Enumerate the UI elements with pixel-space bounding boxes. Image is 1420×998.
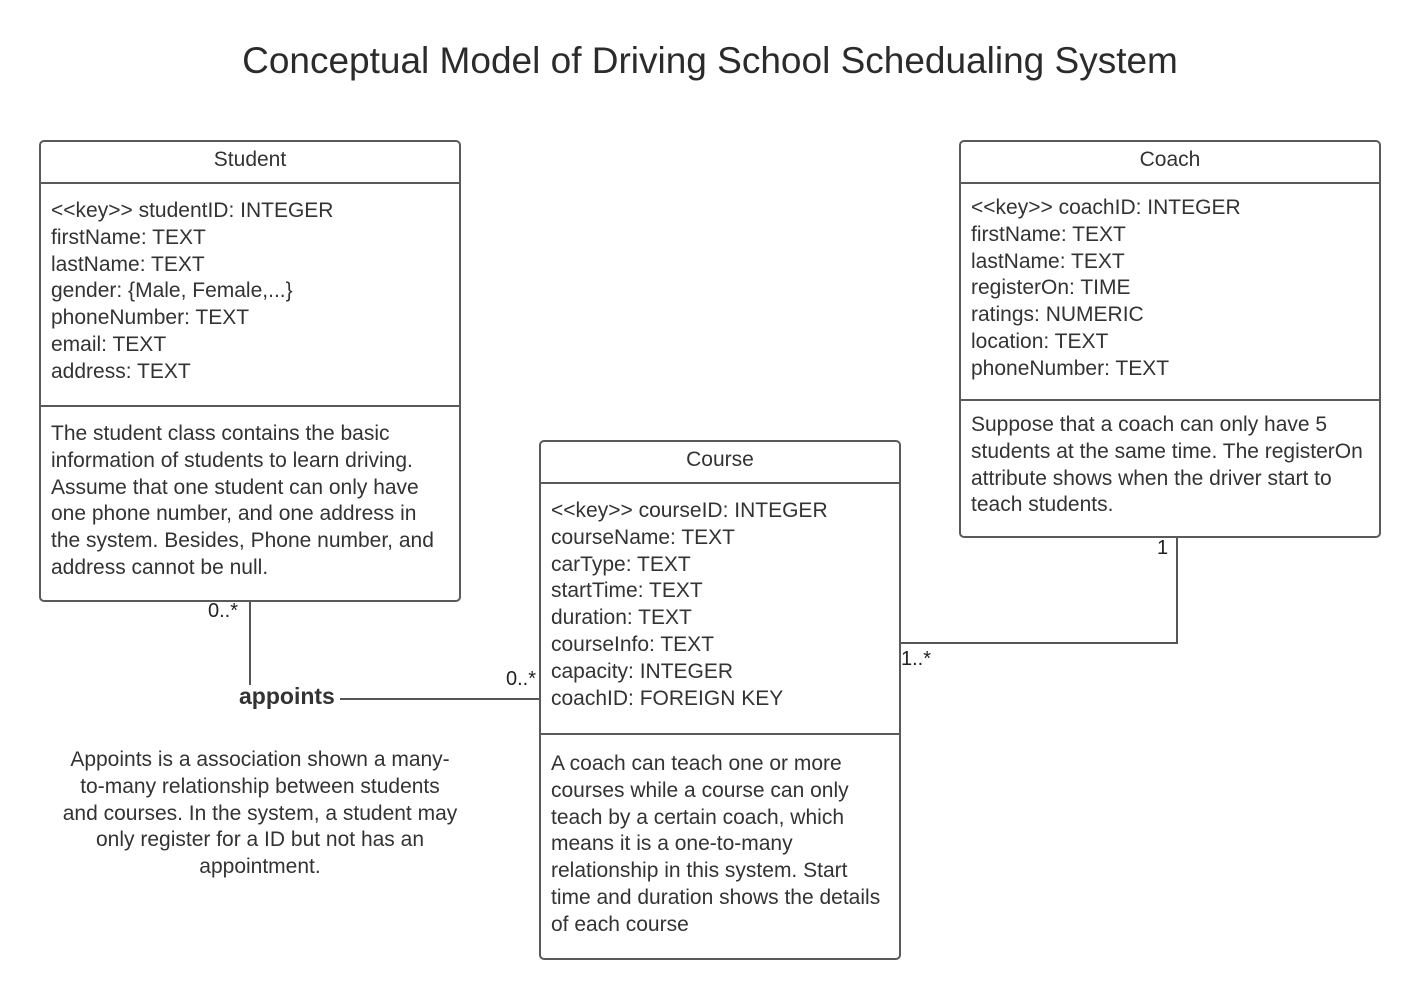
coach-attribute: <<key>> coachID: INTEGER — [971, 196, 1241, 219]
course-class-name: Course — [541, 442, 899, 484]
student-class[interactable]: Student <<key>> studentID: INTEGER first… — [39, 140, 461, 602]
student-class-name: Student — [41, 142, 459, 184]
course-attribute: courseName: TEXT — [551, 525, 736, 549]
coach-attribute: ratings: NUMERIC — [971, 303, 1144, 327]
course-class[interactable]: Course <<key>> courseID: INTEGER courseN… — [539, 440, 901, 960]
course-attribute: startTime: TEXT — [551, 579, 703, 603]
coach-attributes: <<key>> coachID: INTEGER firstName: TEXT… — [961, 184, 1379, 401]
course-attributes: <<key>> courseID: INTEGER courseName: TE… — [541, 484, 899, 735]
course-teaches-multiplicity: 1..* — [901, 648, 932, 670]
coach-class-name: Coach — [961, 142, 1379, 184]
course-attribute: capacity: INTEGER — [551, 659, 734, 683]
coach-attribute: lastName: TEXT — [971, 249, 1125, 273]
appoints-association-note: Appoints is a association shown a many-t… — [62, 748, 458, 879]
coach-teaches-multiplicity: 1 — [1157, 537, 1169, 559]
coach-description: Suppose that a coach can only have 5 stu… — [971, 413, 1363, 517]
student-attribute: phoneNumber: TEXT — [51, 306, 250, 330]
coach-course-connector — [901, 538, 1178, 644]
coach-class[interactable]: Coach <<key>> coachID: INTEGER firstName… — [959, 140, 1381, 538]
diagram-title: Conceptual Model of Driving School Sched… — [242, 40, 1178, 81]
course-appoints-multiplicity: 0..* — [506, 668, 537, 690]
student-attribute: firstName: TEXT — [51, 225, 206, 249]
course-attribute: carType: TEXT — [551, 552, 691, 576]
student-description: The student class contains the basic inf… — [51, 422, 434, 579]
student-attribute: gender: {Male, Female,...} — [51, 279, 293, 303]
course-description: A coach can teach one or more courses wh… — [551, 752, 881, 936]
course-attribute: <<key>> courseID: INTEGER — [551, 499, 828, 522]
coach-attribute: registerOn: TIME — [971, 276, 1131, 300]
student-attributes: <<key>> studentID: INTEGER firstName: TE… — [41, 184, 459, 407]
course-attribute: duration: TEXT — [551, 606, 692, 630]
coach-attribute: location: TEXT — [971, 329, 1109, 353]
coach-attribute: phoneNumber: TEXT — [971, 356, 1170, 380]
course-attribute: coachID: FOREIGN KEY — [551, 686, 784, 710]
course-attribute: courseInfo: TEXT — [551, 632, 715, 656]
student-appoints-multiplicity: 0..* — [208, 600, 239, 622]
student-attribute: email: TEXT — [51, 332, 167, 356]
coach-attribute: firstName: TEXT — [971, 222, 1126, 246]
student-attribute: lastName: TEXT — [51, 252, 205, 276]
appoints-association-label: appoints — [239, 683, 335, 709]
student-attribute: address: TEXT — [51, 359, 191, 383]
student-attribute: <<key>> studentID: INTEGER — [51, 199, 334, 222]
